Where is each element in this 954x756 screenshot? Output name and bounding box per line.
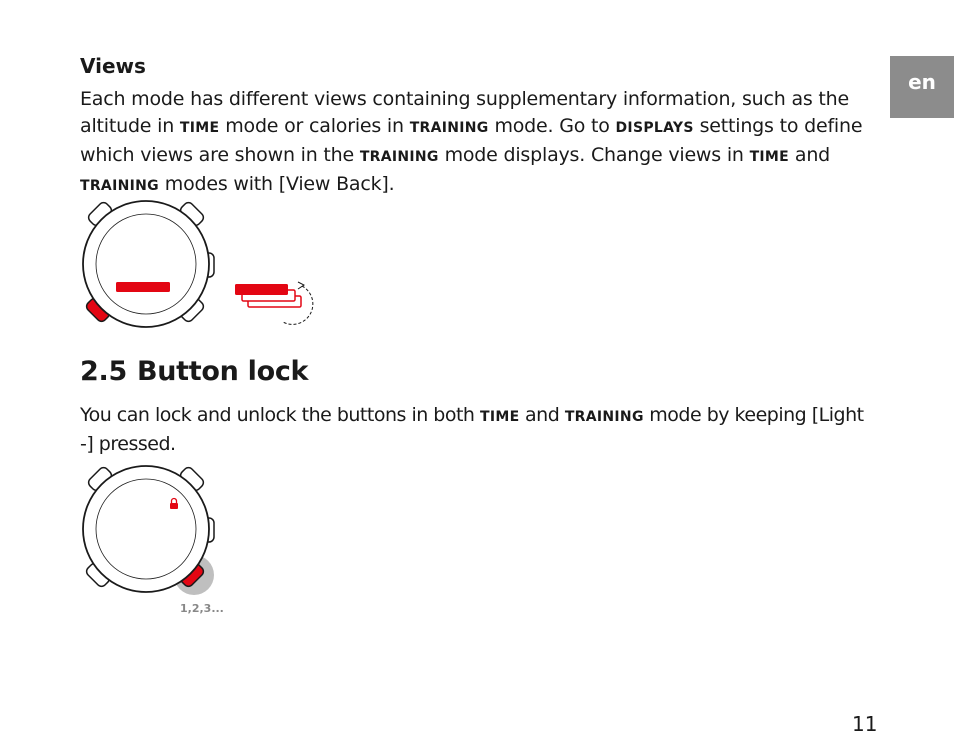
watch-views-illustration — [82, 200, 314, 328]
mode-keyword: TIME — [179, 120, 220, 136]
language-tab: en — [890, 56, 954, 118]
stacked-views-icon — [235, 284, 302, 308]
views-heading: Views — [80, 54, 146, 78]
text: Each mode has different views containing… — [80, 88, 850, 137]
cycle-arrow-icon — [282, 285, 314, 325]
text: You can lock and unlock the buttons in b… — [80, 404, 481, 426]
mode-keyword: TRAINING — [80, 178, 159, 194]
button-lock-paragraph: You can lock and unlock the buttons in b… — [80, 402, 880, 458]
mode-keyword: TRAINING — [564, 409, 644, 425]
mode-keyword: TRAINING — [359, 149, 439, 165]
mode-keyword: TIME — [749, 149, 790, 165]
mode-keyword: TIME — [480, 409, 520, 425]
text: mode or calories in — [219, 115, 410, 137]
text: mode displays. Change views in — [438, 144, 750, 166]
watch-display — [95, 478, 197, 580]
lock-icon — [170, 497, 178, 509]
section-number: 2.5 — [80, 356, 127, 387]
page-number: 11 — [852, 712, 878, 736]
text: and — [789, 144, 831, 166]
section-heading: 2.5 Button lock — [80, 356, 309, 387]
text: modes with [View Back]. — [158, 173, 395, 195]
cycle-arrowhead-icon — [297, 281, 305, 290]
text: and — [519, 404, 565, 426]
watch-button-lock-illustration — [82, 465, 215, 595]
mode-keyword: DISPLAYS — [615, 120, 694, 136]
press-count-label: 1,2,3... — [180, 602, 224, 615]
views-paragraph: Each mode has different views containing… — [80, 86, 880, 200]
text: mode. Go to — [488, 115, 616, 137]
display-view-bar — [116, 282, 170, 292]
text: settings to define which views are shown… — [80, 115, 863, 166]
text: mode by keeping [Light -] pressed. — [80, 404, 864, 455]
mode-keyword: TRAINING — [409, 120, 489, 136]
section-title: Button lock — [136, 356, 309, 387]
watch-display — [95, 213, 197, 315]
